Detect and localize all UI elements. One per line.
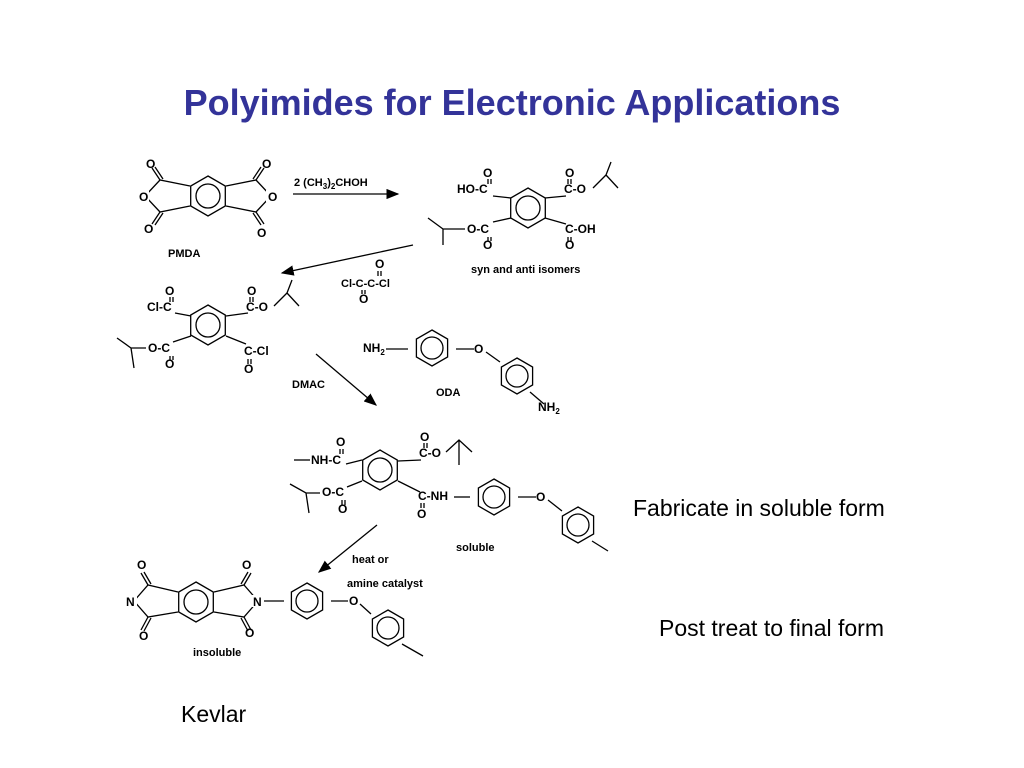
oxalyl-chloride: Cl-C-C-Cl (341, 278, 390, 290)
atom-o: O (247, 284, 256, 298)
atom-o: O (139, 190, 148, 204)
atom-o: O (262, 157, 271, 171)
reagent-isopropanol: 2 (CH3)2CHOH (294, 177, 368, 191)
atom-o: O (139, 629, 148, 643)
atom-o: O (242, 558, 251, 572)
atom-o: O (420, 430, 429, 444)
oda-structure: NH2 O NH2 ODA (363, 329, 560, 416)
oda-label: ODA (436, 387, 461, 399)
atom-o-c: O-C (148, 341, 170, 355)
atom-n: N (126, 595, 135, 609)
atom-o: O (483, 166, 492, 180)
atom-c-o: C-O (419, 446, 441, 460)
insoluble-label: insoluble (193, 647, 241, 659)
oxalyl-o-top: O (375, 257, 384, 271)
atom-o: O (257, 226, 266, 240)
atom-o: O (417, 507, 426, 521)
atom-c-oh: C-OH (565, 222, 596, 236)
dmac-label: DMAC (292, 379, 325, 391)
atom-o: O (165, 357, 174, 371)
atom-nh-c: NH-C (311, 453, 341, 467)
atom-o: O (349, 594, 358, 608)
atom-o: O (565, 166, 574, 180)
reaction-arrow-3: DMAC (292, 353, 377, 406)
atom-o: O (336, 435, 345, 449)
atom-o: O (474, 342, 483, 356)
atom-o-c: O-C (467, 222, 489, 236)
atom-o: O (483, 238, 492, 252)
isomers-label: syn and anti isomers (471, 264, 580, 276)
atom-c-o: C-O (564, 182, 586, 196)
note-kevlar: Kevlar (181, 701, 247, 727)
atom-o: O (338, 502, 347, 516)
atom-nh: NH2 (538, 400, 560, 416)
atom-o: O (536, 490, 545, 504)
atom-o: O (146, 157, 155, 171)
catalyst-label: amine catalyst (347, 578, 423, 590)
atom-c-o: C-O (246, 300, 268, 314)
soluble-label: soluble (456, 542, 495, 554)
slide-title: Polyimides for Electronic Applications (183, 82, 841, 123)
atom-o: O (565, 238, 574, 252)
poly-amic-ester-structure: NH-C O O C-O O-C O C-NH O O soluble (289, 430, 609, 554)
atom-o-c: O-C (322, 485, 344, 499)
pmda-structure: O O O O O O PMDA (137, 157, 278, 260)
atom-nh: NH2 (363, 341, 385, 357)
atom-o: O (165, 284, 174, 298)
heat-label: heat or (352, 554, 389, 566)
atom-ho-c: HO-C (457, 182, 488, 196)
note-post-treat: Post treat to final form (659, 615, 884, 641)
atom-n: N (253, 595, 262, 609)
atom-o: O (268, 190, 277, 204)
oxalyl-o-bottom: O (359, 292, 368, 306)
atom-o: O (245, 626, 254, 640)
pmda-label: PMDA (168, 248, 200, 260)
atom-o: O (137, 558, 146, 572)
atom-cl-c: Cl-C (147, 300, 172, 314)
note-fabricate: Fabricate in soluble form (633, 495, 885, 521)
atom-c-nh: C-NH (418, 489, 448, 503)
atom-o: O (144, 222, 153, 236)
reaction-arrow-1: 2 (CH3)2CHOH (293, 177, 400, 200)
reaction-arrow-2: O Cl-C-C-Cl O (280, 244, 414, 306)
atom-o: O (244, 362, 253, 376)
diester-diacid-structure: O O HO-C C-O O-C C-OH O O syn and anti i… (427, 161, 619, 276)
reaction-arrow-4: heat or amine catalyst (317, 524, 423, 590)
polyimide-structure: O O N N O O O insoluble (125, 558, 424, 659)
diacid-chloride-structure: O O Cl-C C-O O-C C-Cl O O (116, 279, 300, 376)
atom-c-cl: C-Cl (244, 344, 269, 358)
